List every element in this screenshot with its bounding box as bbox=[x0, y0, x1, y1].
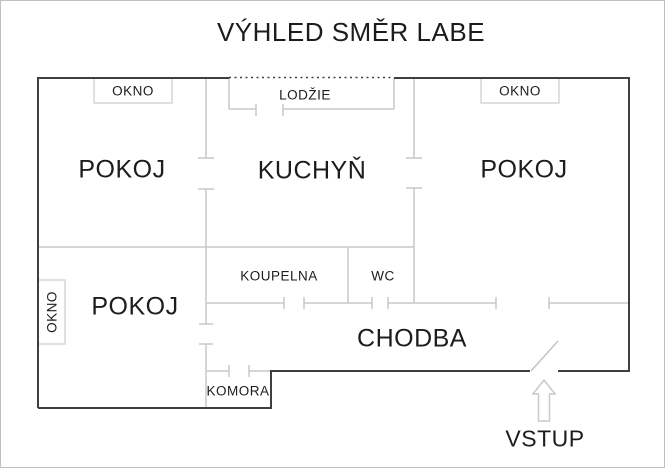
room-label-pokoj-top-right: POKOJ bbox=[480, 155, 568, 184]
interior-walls bbox=[38, 78, 629, 408]
window-box-top-left bbox=[93, 77, 173, 104]
page-title: VÝHLED SMĚR LABE bbox=[216, 17, 486, 47]
room-label-pokoj-bottom: POKOJ bbox=[91, 292, 179, 321]
room-label-komora: KOMORA bbox=[206, 383, 270, 399]
room-label-koupelna: KOUPELNA bbox=[240, 268, 318, 284]
window-box-top-right bbox=[480, 77, 560, 104]
window-box-left bbox=[37, 279, 66, 345]
room-label-lodzie: LODŽIE bbox=[279, 87, 331, 103]
outer-walls bbox=[37, 76, 630, 409]
window-label-left: OKNO bbox=[44, 291, 60, 333]
window-label-top-left: OKNO bbox=[112, 83, 154, 99]
door-jamb-ticks bbox=[198, 104, 550, 377]
room-label-kuchyn: KUCHYŇ bbox=[257, 156, 367, 185]
entrance-door-swing bbox=[530, 340, 559, 372]
room-label-pokoj-top-left: POKOJ bbox=[78, 155, 166, 184]
window-label-top-right: OKNO bbox=[499, 83, 541, 99]
room-label-wc: WC bbox=[371, 268, 395, 284]
room-label-chodba: CHODBA bbox=[357, 324, 467, 353]
entrance-arrow-icon bbox=[531, 378, 557, 422]
entrance-label: VSTUP bbox=[505, 425, 585, 452]
